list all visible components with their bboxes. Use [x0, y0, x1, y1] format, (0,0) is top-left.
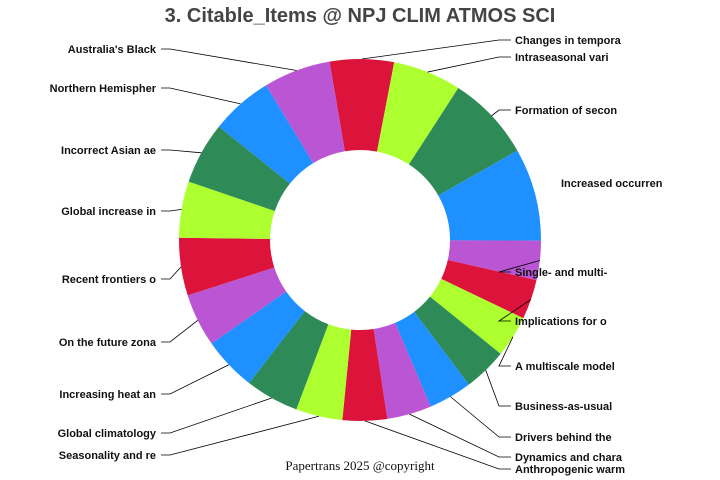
slice-label: Drivers behind the: [515, 432, 612, 444]
donut-slice[interactable]: [438, 150, 541, 241]
slice-label: Northern Hemispher: [50, 83, 157, 95]
donut-slice[interactable]: [211, 291, 305, 384]
slice-label: Dynamics and chara: [515, 452, 623, 464]
connector-line: [161, 87, 241, 105]
connector-line: [409, 413, 511, 458]
donut-slice[interactable]: [296, 324, 352, 421]
connector-line: [485, 370, 511, 407]
donut-slice[interactable]: [188, 126, 290, 211]
donut-slice[interactable]: [329, 59, 395, 152]
copyright-footer: Papertrans 2025 @copyright: [285, 458, 435, 473]
slice-label: Seasonality and re: [59, 450, 156, 462]
connector-line: [161, 48, 297, 71]
slice-label: Implications for o: [515, 316, 607, 328]
donut-slice[interactable]: [179, 237, 275, 296]
connector-line: [364, 420, 511, 470]
donut-slice[interactable]: [373, 322, 431, 419]
donut-slice[interactable]: [249, 311, 329, 410]
slice-label: Changes in tempora: [515, 35, 622, 47]
slice-label: Single- and multi-: [515, 267, 608, 279]
slice-label: On the future zona: [59, 337, 157, 349]
slice-label: Global increase in: [61, 206, 156, 218]
connector-line: [361, 39, 511, 60]
connector-line: [427, 56, 511, 73]
slice-label: Incorrect Asian ae: [61, 145, 156, 157]
slice-label: Intraseasonal vari: [515, 52, 609, 64]
donut-slice[interactable]: [429, 278, 524, 354]
connector-line: [161, 320, 199, 343]
slice-label: Business-as-usual: [515, 401, 612, 413]
connector-line: [161, 364, 229, 395]
donut-slice[interactable]: [187, 267, 287, 344]
donut-slices: [179, 59, 541, 422]
label-connectors: [161, 39, 540, 470]
donut-slice[interactable]: [395, 311, 469, 407]
connector-line: [497, 299, 532, 322]
connector-line: [161, 149, 202, 154]
slice-label: Australia's Black: [68, 44, 157, 56]
donut-slice[interactable]: [441, 259, 537, 319]
connector-line: [498, 336, 514, 367]
slice-label: Formation of secon: [515, 105, 617, 117]
connector-line: [161, 397, 272, 434]
donut-slice[interactable]: [414, 296, 501, 385]
donut-slice[interactable]: [218, 85, 314, 184]
donut-slice[interactable]: [179, 181, 275, 239]
donut-slice[interactable]: [377, 62, 459, 165]
connector-line: [491, 109, 511, 117]
connector-line: [498, 260, 540, 273]
donut-slice[interactable]: [265, 61, 345, 164]
donut-slice[interactable]: [447, 240, 541, 281]
slice-label: Increased occurren: [561, 178, 663, 190]
slice-label: Anthropogenic warm: [515, 464, 625, 476]
connector-line: [161, 266, 182, 280]
slice-label: Increasing heat an: [59, 389, 156, 401]
connector-line: [161, 415, 320, 456]
connector-line: [450, 396, 511, 438]
slice-label: Global climatology: [58, 428, 157, 440]
slice-label: A multiscale model: [515, 361, 615, 373]
chart-title: 3. Citable_Items @ NPJ CLIM ATMOS SCI: [164, 5, 556, 27]
donut-slice[interactable]: [342, 328, 388, 422]
connector-line: [161, 208, 182, 212]
slice-label: Recent frontiers o: [62, 274, 156, 286]
donut-slice[interactable]: [408, 88, 518, 196]
